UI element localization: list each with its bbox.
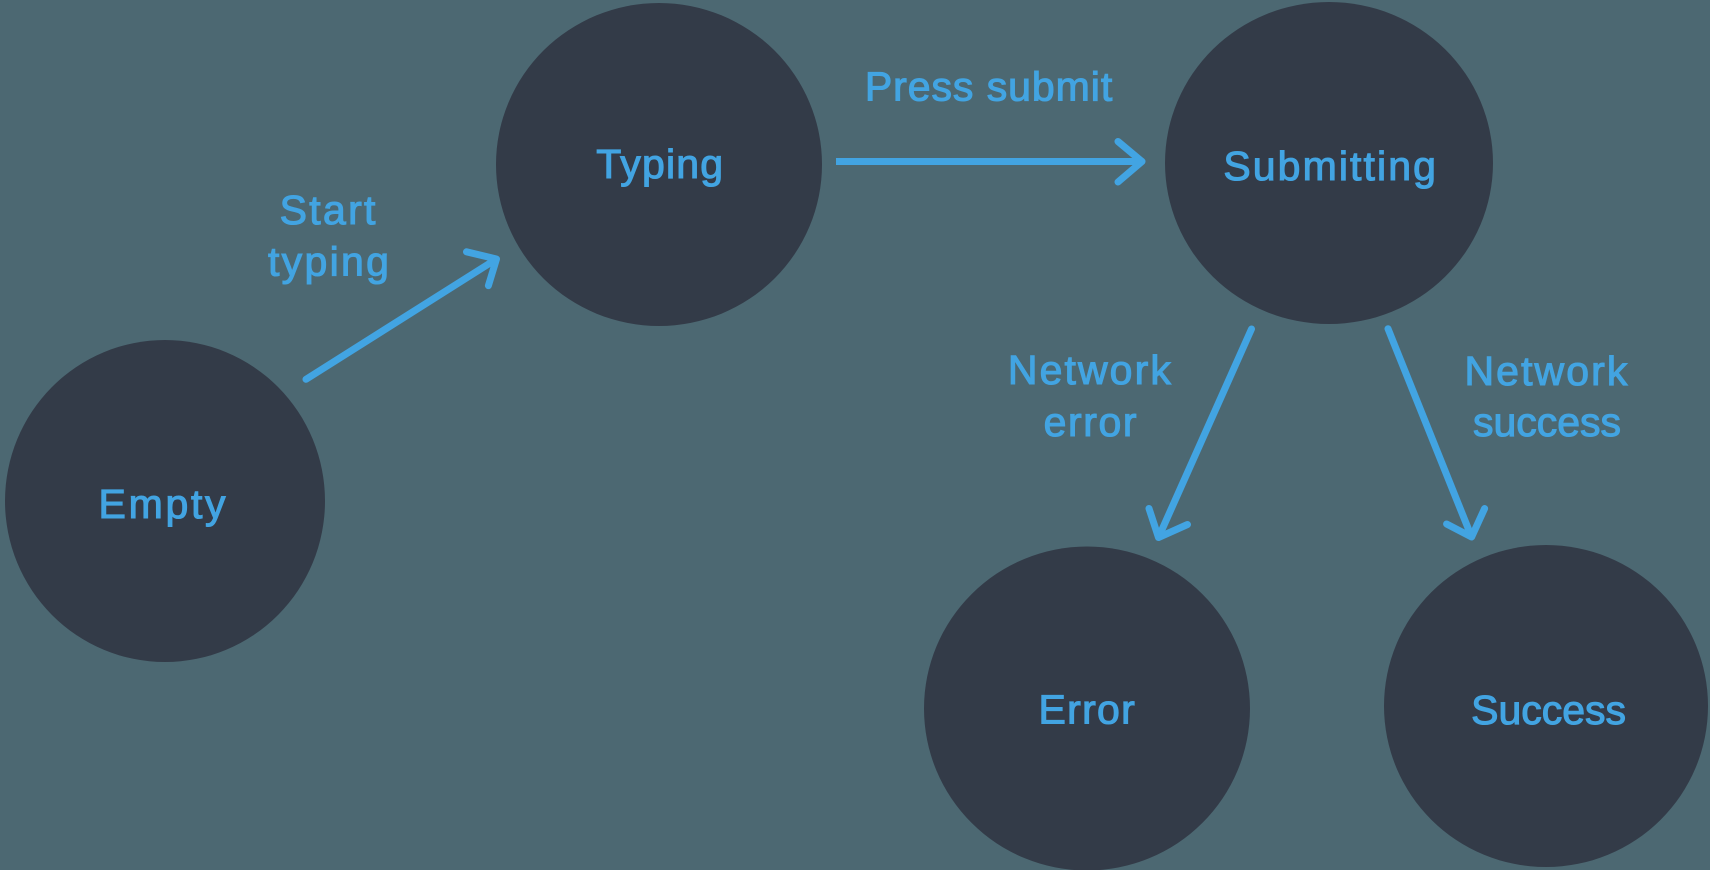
svg-text:Empty: Empty (99, 481, 229, 527)
svg-text:Submitting: Submitting (1223, 143, 1438, 189)
svg-text:Success: Success (1471, 687, 1626, 733)
svg-text:Typing: Typing (596, 141, 724, 187)
svg-text:Network: Network (1008, 347, 1173, 393)
svg-text:Error: Error (1038, 687, 1136, 733)
svg-text:error: error (1044, 399, 1139, 445)
svg-text:Network: Network (1464, 348, 1629, 394)
svg-text:Start: Start (280, 187, 378, 233)
svg-text:typing: typing (268, 238, 391, 284)
svg-text:Press submit: Press submit (865, 64, 1113, 110)
svg-text:success: success (1473, 399, 1621, 445)
